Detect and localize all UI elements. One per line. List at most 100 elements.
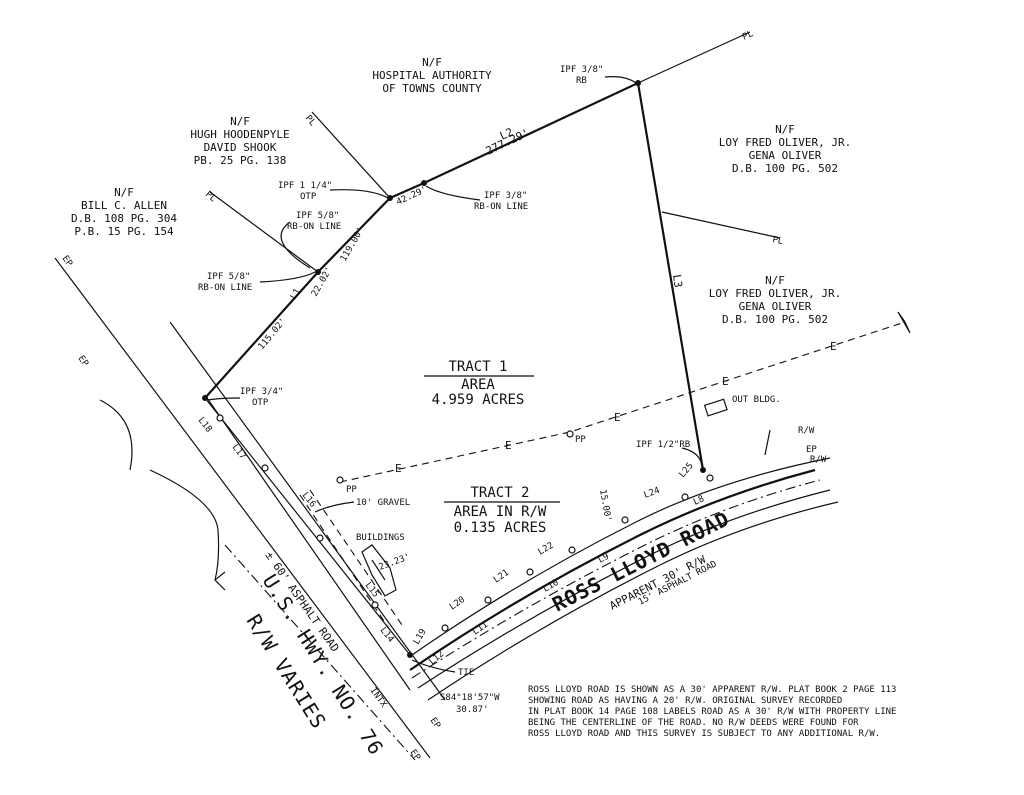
tract1-area-label: AREA (461, 377, 495, 393)
oliver-bottom-name-2: GENA OLIVER (739, 300, 812, 313)
allen-nf: N/F (114, 186, 134, 199)
mon-rb3-1: IPF 5/8" (207, 272, 250, 282)
buildings-label: BUILDINGS (356, 533, 405, 543)
tie-distance: 30.87' (456, 705, 489, 715)
pole-2 (566, 430, 574, 438)
label-l9: L9 (597, 552, 611, 566)
tract1-area: 4.959 ACRES (432, 392, 525, 408)
tie-bearing: S84°18'57"W (440, 693, 500, 703)
pins (202, 80, 714, 658)
hospital-nf: N/F (422, 56, 442, 69)
adjoiner-oliver-bottom: N/F LOY FRED OLIVER, JR. GENA OLIVER D.B… (709, 274, 841, 326)
curb-curve (99, 399, 133, 471)
oliver-top-name: LOY FRED OLIVER, JR. (719, 136, 851, 149)
road-edge-north (411, 457, 831, 656)
boundary-line (204, 81, 705, 471)
adjoiner-lines (209, 31, 781, 273)
road-tick (764, 429, 771, 456)
ep-label-5: EP (806, 445, 817, 455)
pl-hoodenpyle (311, 111, 391, 199)
label-l12: L12 (428, 649, 447, 667)
label-l18: L18 (196, 416, 214, 435)
power-line-break (897, 311, 911, 334)
note-line-5: ROSS LLOYD ROAD AND THIS SURVEY IS SUBJE… (528, 729, 880, 739)
oliver-top-ref: D.B. 100 PG. 502 (732, 162, 838, 175)
mon-rb1-2: RB-ON LINE (474, 202, 528, 212)
highway-edge-inner (204, 394, 411, 691)
highway-lines (54, 257, 446, 761)
adjoiner-hoodenpyle: N/F HUGH HOODENPYLE DAVID SHOOK PB. 25 P… (190, 115, 289, 167)
hoodenpyle-nf: N/F (230, 115, 250, 128)
adjoiner-oliver-top: N/F LOY FRED OLIVER, JR. GENA OLIVER D.B… (719, 123, 851, 175)
label-11900: 119.00' (339, 226, 367, 264)
boundary-hwy-side (204, 397, 411, 656)
pl-allen (209, 191, 319, 273)
oliver-top-nf: N/F (775, 123, 795, 136)
label-l8: L8 (692, 494, 706, 508)
pin-otp-1-14 (387, 195, 393, 201)
label-l17: L17 (230, 443, 248, 462)
rw-label-1: R/W (798, 426, 815, 436)
oliver-top-name-2: GENA OLIVER (749, 149, 822, 162)
out-bldg-label: OUT BLDG. (732, 395, 781, 405)
mon-otp34-2: OTP (252, 398, 269, 408)
label-l19: L19 (412, 627, 429, 646)
road-pt-6 (681, 493, 689, 501)
leader-top (604, 76, 637, 84)
pin-5-8 (315, 269, 321, 275)
label-l25: L25 (678, 461, 696, 480)
highway-edge-outer (54, 257, 431, 759)
allen-name: BILL C. ALLEN (81, 199, 167, 212)
survey-note: ROSS LLOYD ROAD IS SHOWN AS A 30' APPARE… (528, 685, 896, 739)
leader-rb1 (425, 185, 481, 201)
pin-3-8 (421, 180, 427, 186)
gravel-label: 10' GRAVEL (356, 498, 410, 508)
mon-otp14-2: OTP (300, 192, 317, 202)
e-label-3: E (614, 411, 621, 424)
road-pt-5 (621, 516, 629, 524)
pl-label-2: PL (771, 235, 784, 247)
ep-label-3: EP (428, 716, 443, 731)
mon-otp34-1: IPF 3/4" (240, 387, 283, 397)
power-line (214, 311, 911, 591)
road-pt-1 (441, 624, 449, 632)
ross-road-lines (409, 429, 839, 701)
label-l1: L1 (289, 287, 303, 301)
tract2-name: TRACT 2 (470, 485, 529, 501)
mon-rb3-2: RB-ON LINE (198, 283, 252, 293)
leader-rb3 (259, 271, 316, 283)
tract-2-label: TRACT 2 AREA IN R/W 0.135 ACRES (444, 485, 560, 536)
mon-rb2-1: IPF 5/8" (296, 211, 339, 221)
road-rw-south (427, 501, 839, 701)
e-label-1: E (395, 462, 402, 475)
tract1-name: TRACT 1 (448, 359, 507, 375)
label-l2: L2 (498, 125, 516, 142)
point-a (216, 414, 224, 422)
leader-otp34 (207, 397, 241, 401)
label-l20: L20 (448, 595, 467, 613)
power-line-path (339, 321, 906, 483)
oliver-bottom-ref: D.B. 100 PG. 502 (722, 313, 828, 326)
point-c (316, 534, 324, 542)
note-line-3: IN PLAT BOOK 14 PAGE 108 LABELS ROAD AS … (528, 707, 896, 717)
tie-label: TIE (458, 668, 474, 678)
gravel-leader (314, 501, 355, 513)
tie-leader (411, 659, 456, 673)
oliver-bottom-name: LOY FRED OLIVER, JR. (709, 287, 841, 300)
label-1500: 15.00' (597, 489, 612, 523)
hoodenpyle-name-2: DAVID SHOOK (204, 141, 277, 154)
label-l24: L24 (643, 486, 662, 501)
pl-label-4: PL (203, 190, 218, 205)
road-pt-4 (568, 546, 576, 554)
buildings-shape (361, 544, 397, 597)
building-outline (361, 544, 397, 597)
tract-1-label: TRACT 1 AREA 4.959 ACRES (424, 359, 534, 408)
mon-top-1: IPF 3/8" (560, 65, 603, 75)
road-property-line (409, 468, 816, 671)
pin-1-2-rb (700, 467, 706, 473)
gravel-dashed-line (309, 489, 403, 626)
road-pt-3 (526, 568, 534, 576)
label-l22: L22 (537, 541, 556, 558)
